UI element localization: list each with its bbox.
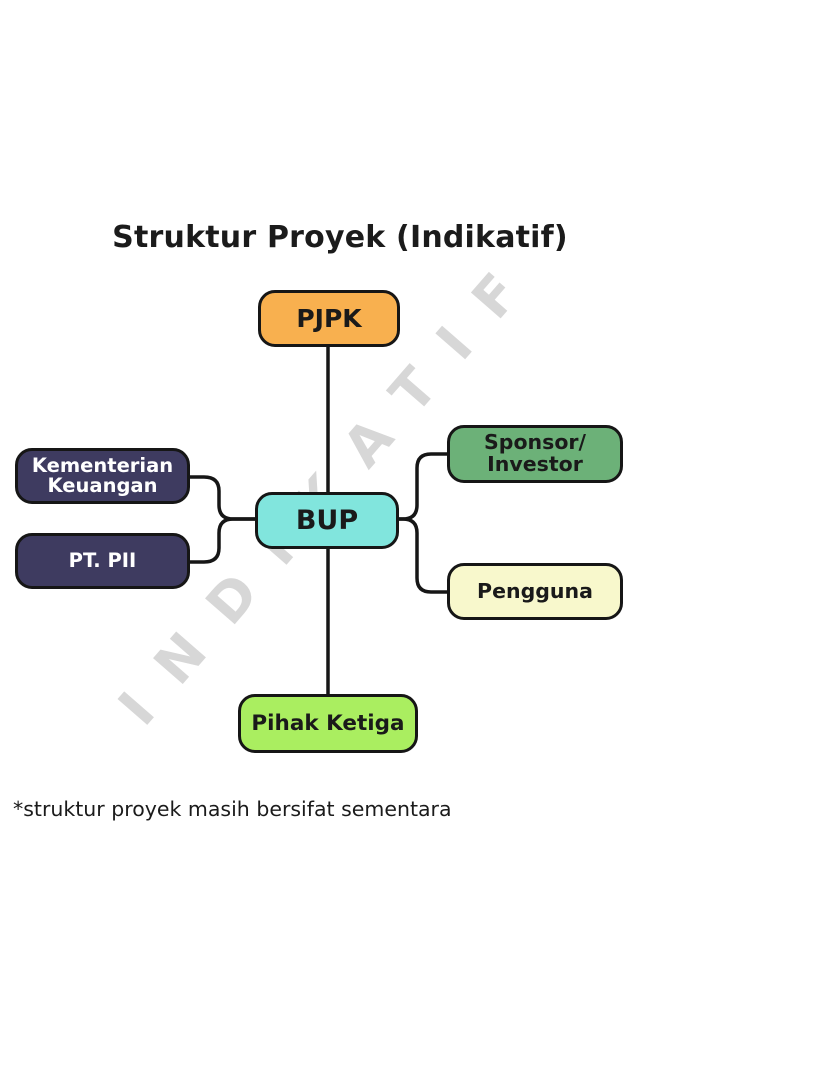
node-bup-label: BUP xyxy=(295,504,359,536)
node-sponsor-investor-label-line1: Sponsor/ xyxy=(484,430,586,455)
footnote-text: *struktur proyek masih bersifat sementar… xyxy=(13,797,452,821)
node-pjpk: PJPK xyxy=(258,290,400,347)
node-pt-pii-label: PT. PII xyxy=(68,549,137,573)
edge-bup-sponsor-investor xyxy=(399,452,447,521)
edge-kementerian-keuangan-bup xyxy=(190,475,255,521)
edge-bup-pengguna xyxy=(399,517,447,594)
node-kementerian-keuangan: Kementerian Keuangan xyxy=(15,448,190,504)
node-pjpk-label: PJPK xyxy=(296,303,362,333)
node-sponsor-investor-label-line2: Investor xyxy=(487,452,583,476)
node-kementerian-keuangan-label-line1: Kementerian xyxy=(31,453,174,477)
node-pengguna: Pengguna xyxy=(447,563,623,620)
node-sponsor-investor: Sponsor/ Investor xyxy=(447,425,623,483)
page-title: Struktur Proyek (Indikatif) xyxy=(112,220,568,255)
node-kementerian-keuangan-label-line2: Keuangan xyxy=(47,474,158,497)
node-pihak-ketiga: Pihak Ketiga xyxy=(238,694,418,753)
node-pengguna-label: Pengguna xyxy=(477,579,593,604)
node-pt-pii: PT. PII xyxy=(15,533,190,589)
node-pihak-ketiga-label: Pihak Ketiga xyxy=(251,710,405,736)
node-bup: BUP xyxy=(255,492,399,549)
edge-pt-pii-bup xyxy=(190,517,255,564)
